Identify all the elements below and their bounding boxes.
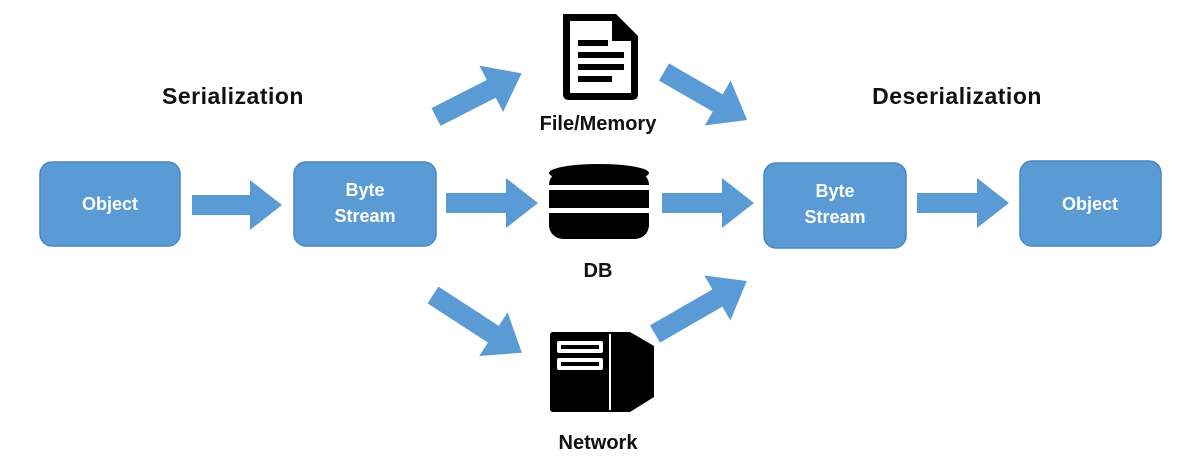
arrow-db-to-byte-stream (662, 178, 754, 228)
source-object-label: Object (82, 194, 138, 214)
serialization-title: Serialization (162, 83, 304, 109)
target-object-label: Object (1062, 194, 1118, 214)
file-memory-label: File/Memory (540, 113, 658, 135)
byte-stream-deserialize-label-line2: Stream (804, 207, 865, 227)
byte-stream-deserialize-box: Byte Stream (763, 162, 907, 249)
db-label: DB (584, 260, 613, 282)
byte-stream-serialize-box: Byte Stream (293, 161, 437, 247)
arrow-object-to-byte-stream (192, 180, 282, 230)
source-object-box: Object (39, 161, 181, 247)
arrow-byte-stream-to-db (446, 178, 538, 228)
byte-stream-serialize-label-line2: Stream (334, 206, 395, 226)
arrow-byte-stream-to-object (917, 178, 1009, 228)
arrow-from-file-memory (659, 63, 748, 126)
server-icon (550, 332, 654, 412)
deserialization-title: Deserialization (872, 83, 1042, 109)
target-object-box: Object (1019, 160, 1162, 247)
byte-stream-deserialize-label-line1: Byte (815, 181, 854, 201)
arrow-to-file-memory (431, 65, 522, 126)
arrow-from-network (650, 275, 747, 343)
database-icon (549, 164, 649, 239)
network-label: Network (559, 432, 639, 454)
byte-stream-serialize-label-line1: Byte (345, 180, 384, 200)
arrow-to-network (427, 286, 522, 357)
document-icon (563, 14, 638, 100)
